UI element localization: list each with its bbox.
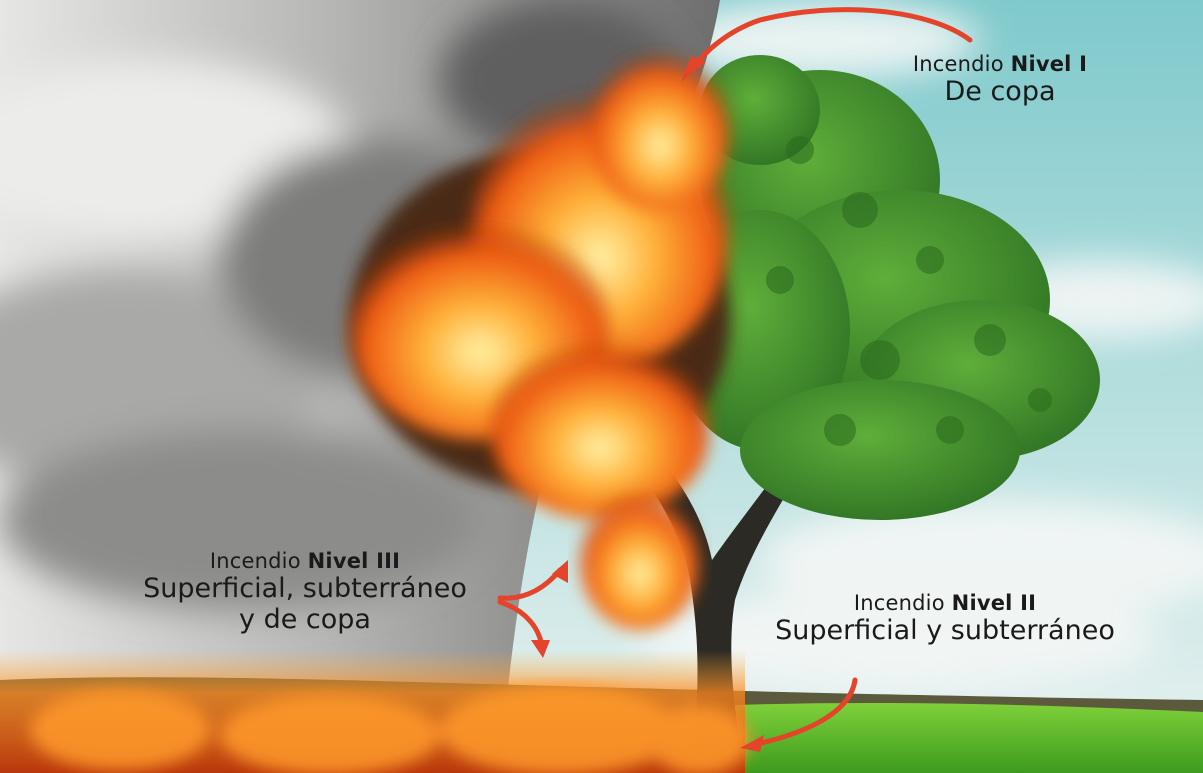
level-1-type: De copa xyxy=(944,76,1056,108)
green-grass xyxy=(735,702,1203,773)
level-2-type: Superficial y subterráneo xyxy=(775,615,1115,647)
level-3-title: Incendio Nivel III xyxy=(209,549,401,573)
burning-foliage xyxy=(350,50,730,630)
arrows xyxy=(497,7,973,748)
label-level-2: Incendio Nivel II Superficial y subterrá… xyxy=(745,591,1145,646)
level-3-type-line1: Superficial, subterráneo xyxy=(143,573,467,605)
leaf-texture xyxy=(766,136,1052,446)
green-foliage xyxy=(670,55,1100,520)
ground-flames xyxy=(30,685,750,773)
label-level-1: Incendio Nivel I De copa xyxy=(880,52,1120,107)
arrow-level1 xyxy=(687,7,973,75)
label-level-3: Incendio Nivel III Superficial, subterrá… xyxy=(110,549,500,635)
level-3-type-line2: y de copa xyxy=(239,604,371,636)
arrow-level2 xyxy=(749,677,858,748)
level-1-title: Incendio Nivel I xyxy=(912,52,1088,76)
smoke-puffs xyxy=(0,0,680,610)
clouds xyxy=(640,0,1203,690)
arrowheads xyxy=(531,56,764,752)
level-2-title: Incendio Nivel II xyxy=(853,591,1037,615)
